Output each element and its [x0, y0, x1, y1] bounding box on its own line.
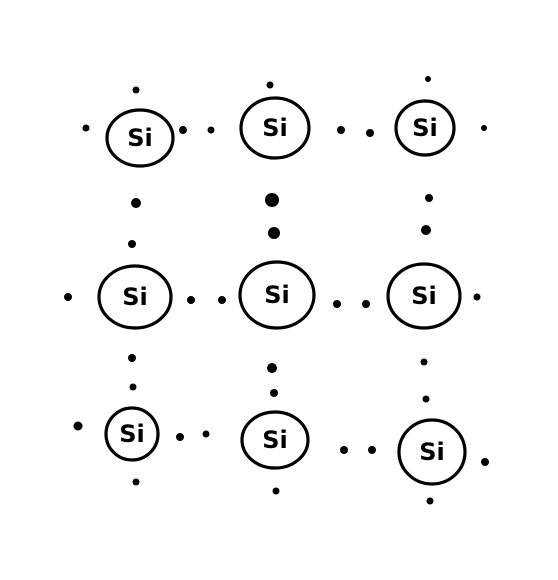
electron-dot — [366, 129, 374, 137]
electron-dot — [473, 293, 481, 301]
atom-circle — [105, 108, 175, 168]
electron-dot — [270, 389, 278, 397]
atom-label: Si — [127, 124, 153, 152]
electron-dot — [207, 126, 215, 134]
silicon-atom: Si — [239, 96, 311, 160]
electron-dot — [267, 363, 277, 373]
electron-dot — [128, 240, 136, 248]
electron-dot — [218, 296, 226, 304]
electron-dot — [187, 296, 195, 304]
atom-label: Si — [419, 438, 445, 466]
atom-label: Si — [411, 282, 437, 310]
silicon-atom: Si — [394, 99, 456, 157]
atom-circle — [240, 410, 310, 470]
atom-label: Si — [262, 114, 288, 142]
electron-dot — [128, 354, 136, 362]
electron-dot — [362, 300, 370, 308]
electron-dot — [266, 81, 274, 89]
atom-label: Si — [119, 420, 145, 448]
silicon-atom: Si — [105, 108, 175, 168]
electron-dot — [420, 358, 428, 366]
electron-dot — [73, 421, 83, 431]
silicon-atom: Si — [386, 262, 462, 330]
atom-circle — [397, 418, 467, 486]
electron-dot — [265, 193, 279, 207]
electron-dot — [129, 383, 137, 391]
electron-dot — [202, 430, 210, 438]
electron-dot — [132, 86, 140, 94]
electron-dot — [426, 497, 434, 505]
electron-dot — [131, 198, 141, 208]
atom-label: Si — [412, 114, 438, 142]
atom-label: Si — [262, 426, 288, 454]
electron-dot — [421, 225, 431, 235]
electron-dot — [340, 446, 348, 454]
electron-dot — [425, 194, 433, 202]
atom-circle — [97, 264, 173, 330]
silicon-atom: Si — [240, 410, 310, 470]
atom-circle — [239, 96, 311, 160]
electron-dot — [481, 125, 487, 131]
electron-dot — [425, 76, 431, 82]
electron-dot — [268, 227, 280, 239]
electron-dot — [333, 300, 341, 308]
atom-circle — [386, 262, 462, 330]
electron-dot — [64, 293, 72, 301]
silicon-atom: Si — [97, 264, 173, 330]
electron-dot — [179, 126, 187, 134]
electron-dot — [337, 126, 345, 134]
electron-dot — [132, 478, 140, 486]
valence-electrons — [64, 76, 489, 505]
atom-label: Si — [122, 283, 148, 311]
atom-label: Si — [264, 281, 290, 309]
electron-dot — [368, 446, 376, 454]
atom-circle — [104, 406, 160, 462]
electron-dot — [82, 124, 90, 132]
electron-dot — [272, 487, 280, 495]
electron-dot — [481, 458, 489, 466]
atom-circle — [238, 260, 316, 330]
silicon-atom: Si — [238, 260, 316, 330]
silicon-atom: Si — [104, 406, 160, 462]
silicon-atom: Si — [397, 418, 467, 486]
electron-dot — [176, 433, 184, 441]
electron-dot — [422, 395, 430, 403]
atom-circle — [394, 99, 456, 157]
